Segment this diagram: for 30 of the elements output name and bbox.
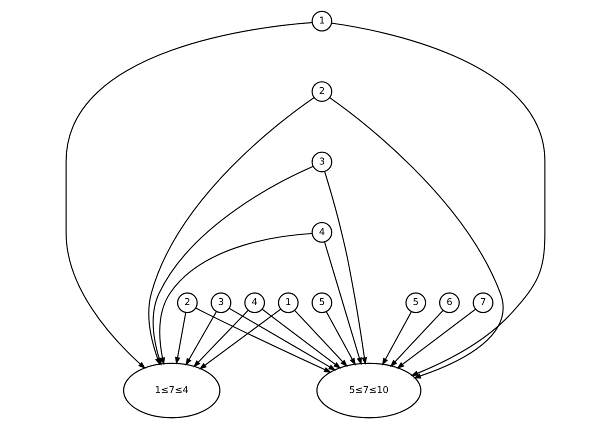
arrow [324, 242, 362, 366]
arrow [325, 312, 356, 366]
arrow [65, 22, 312, 370]
arrow [261, 308, 341, 369]
node-circle: 5 [311, 292, 332, 314]
node-circle: 3 [210, 292, 231, 314]
node-circle: 2 [311, 81, 332, 102]
arrow [174, 312, 186, 365]
arrow [396, 308, 476, 369]
node-circle: 1 [311, 10, 332, 32]
arrow [328, 97, 503, 378]
arrow [192, 310, 248, 368]
node-circle: 4 [311, 222, 332, 243]
node-circle: 1 [277, 292, 298, 314]
node-circle: 3 [311, 152, 332, 172]
node-circle: 4 [244, 292, 265, 314]
node-circle: 5 [404, 292, 426, 314]
arrow [330, 22, 545, 376]
arrow [228, 308, 336, 371]
node-circle: 7 [472, 292, 493, 314]
arrow [195, 308, 332, 373]
arrow [390, 310, 444, 368]
arrow [294, 310, 348, 368]
arrow [198, 308, 280, 370]
arrow [324, 171, 367, 366]
node-circle: 2 [176, 292, 198, 314]
node-circle: 6 [438, 292, 460, 314]
arrow [158, 232, 312, 366]
arrow [381, 312, 412, 366]
arrow [184, 311, 216, 366]
